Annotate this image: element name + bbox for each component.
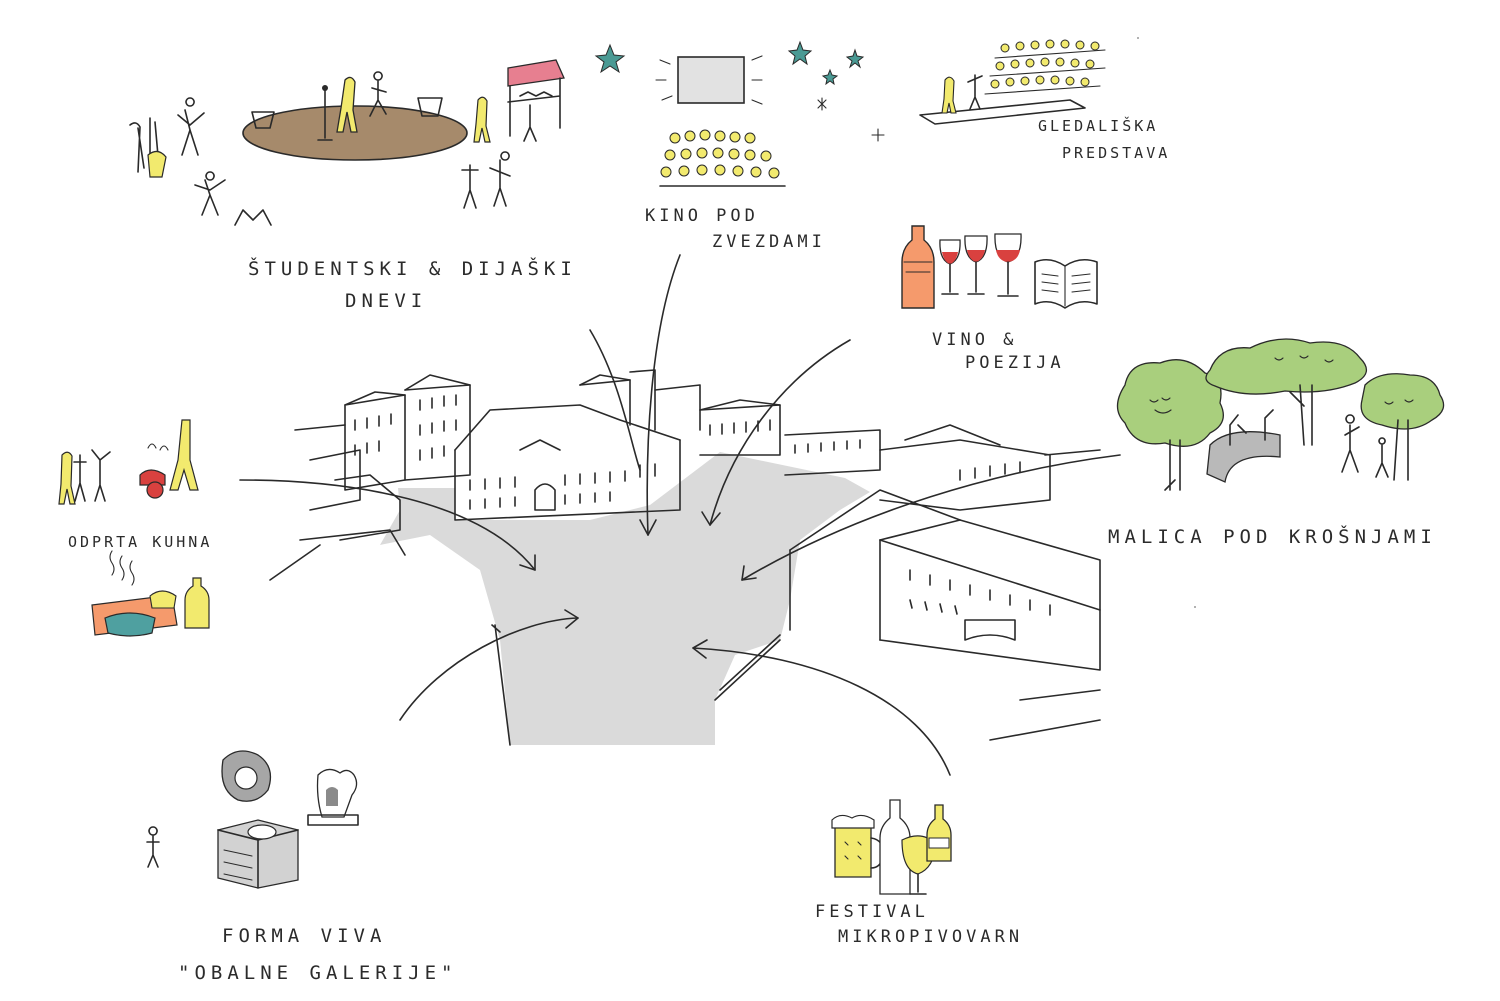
cinema-screen — [677, 56, 745, 104]
star-icon — [594, 40, 865, 86]
label-odprta-kuhna: ODPRTA KUHNA — [68, 533, 213, 551]
bench-icon — [1206, 431, 1281, 483]
label-vino-line1: VINO & — [932, 330, 1018, 350]
label-malica: MALICA POD KROŠNJAMI — [1108, 526, 1437, 548]
buildings-right-front — [714, 489, 1101, 741]
buildings-left — [294, 374, 471, 556]
cinema-sketch — [594, 40, 885, 187]
picnic-trees-sketch — [1116, 338, 1445, 491]
buildings-right-back — [699, 399, 1101, 511]
label-festival-line2: MIKROPIVOVARN — [838, 927, 1024, 947]
label-kino-line2: ZVEZDAMI — [712, 232, 826, 252]
label-forma-line2: "OBALNE GALERIJE" — [178, 962, 458, 984]
theatre-sketch — [919, 39, 1106, 125]
beer-mug-icon — [834, 824, 872, 878]
label-gledaliska-line2: PREDSTAVA — [1062, 144, 1171, 162]
wine-glass-icon — [939, 233, 1022, 297]
tree-icon — [1116, 338, 1445, 491]
label-festival-line1: FESTIVAL — [815, 902, 929, 922]
label-kino-line1: KINO POD — [645, 206, 759, 226]
street-lines — [269, 544, 511, 746]
stage-platform — [242, 105, 468, 161]
wine-poetry-sketch — [901, 225, 1098, 309]
label-vino-line2: POEZIJA — [965, 353, 1065, 373]
label-gledaliska-line1: GLEDALIŠKA — [1038, 117, 1159, 135]
beer-festival-sketch — [831, 799, 952, 895]
wine-bottle-icon — [901, 225, 935, 309]
square-plaza — [380, 452, 870, 745]
arrows — [239, 254, 1121, 776]
label-studentski-line2: DNEVI — [345, 290, 428, 312]
book-icon — [1034, 258, 1098, 309]
label-forma-line1: FORMA VIVA — [222, 925, 387, 947]
open-kitchen-sketch — [58, 419, 210, 637]
sculpture-sketch — [146, 750, 359, 889]
town-square-sketch — [269, 369, 1101, 746]
buildings-center — [454, 369, 701, 521]
student-days-sketch — [129, 59, 565, 226]
label-studentski-line1: ŠTUDENTSKI & DIJAŠKI — [248, 258, 577, 280]
